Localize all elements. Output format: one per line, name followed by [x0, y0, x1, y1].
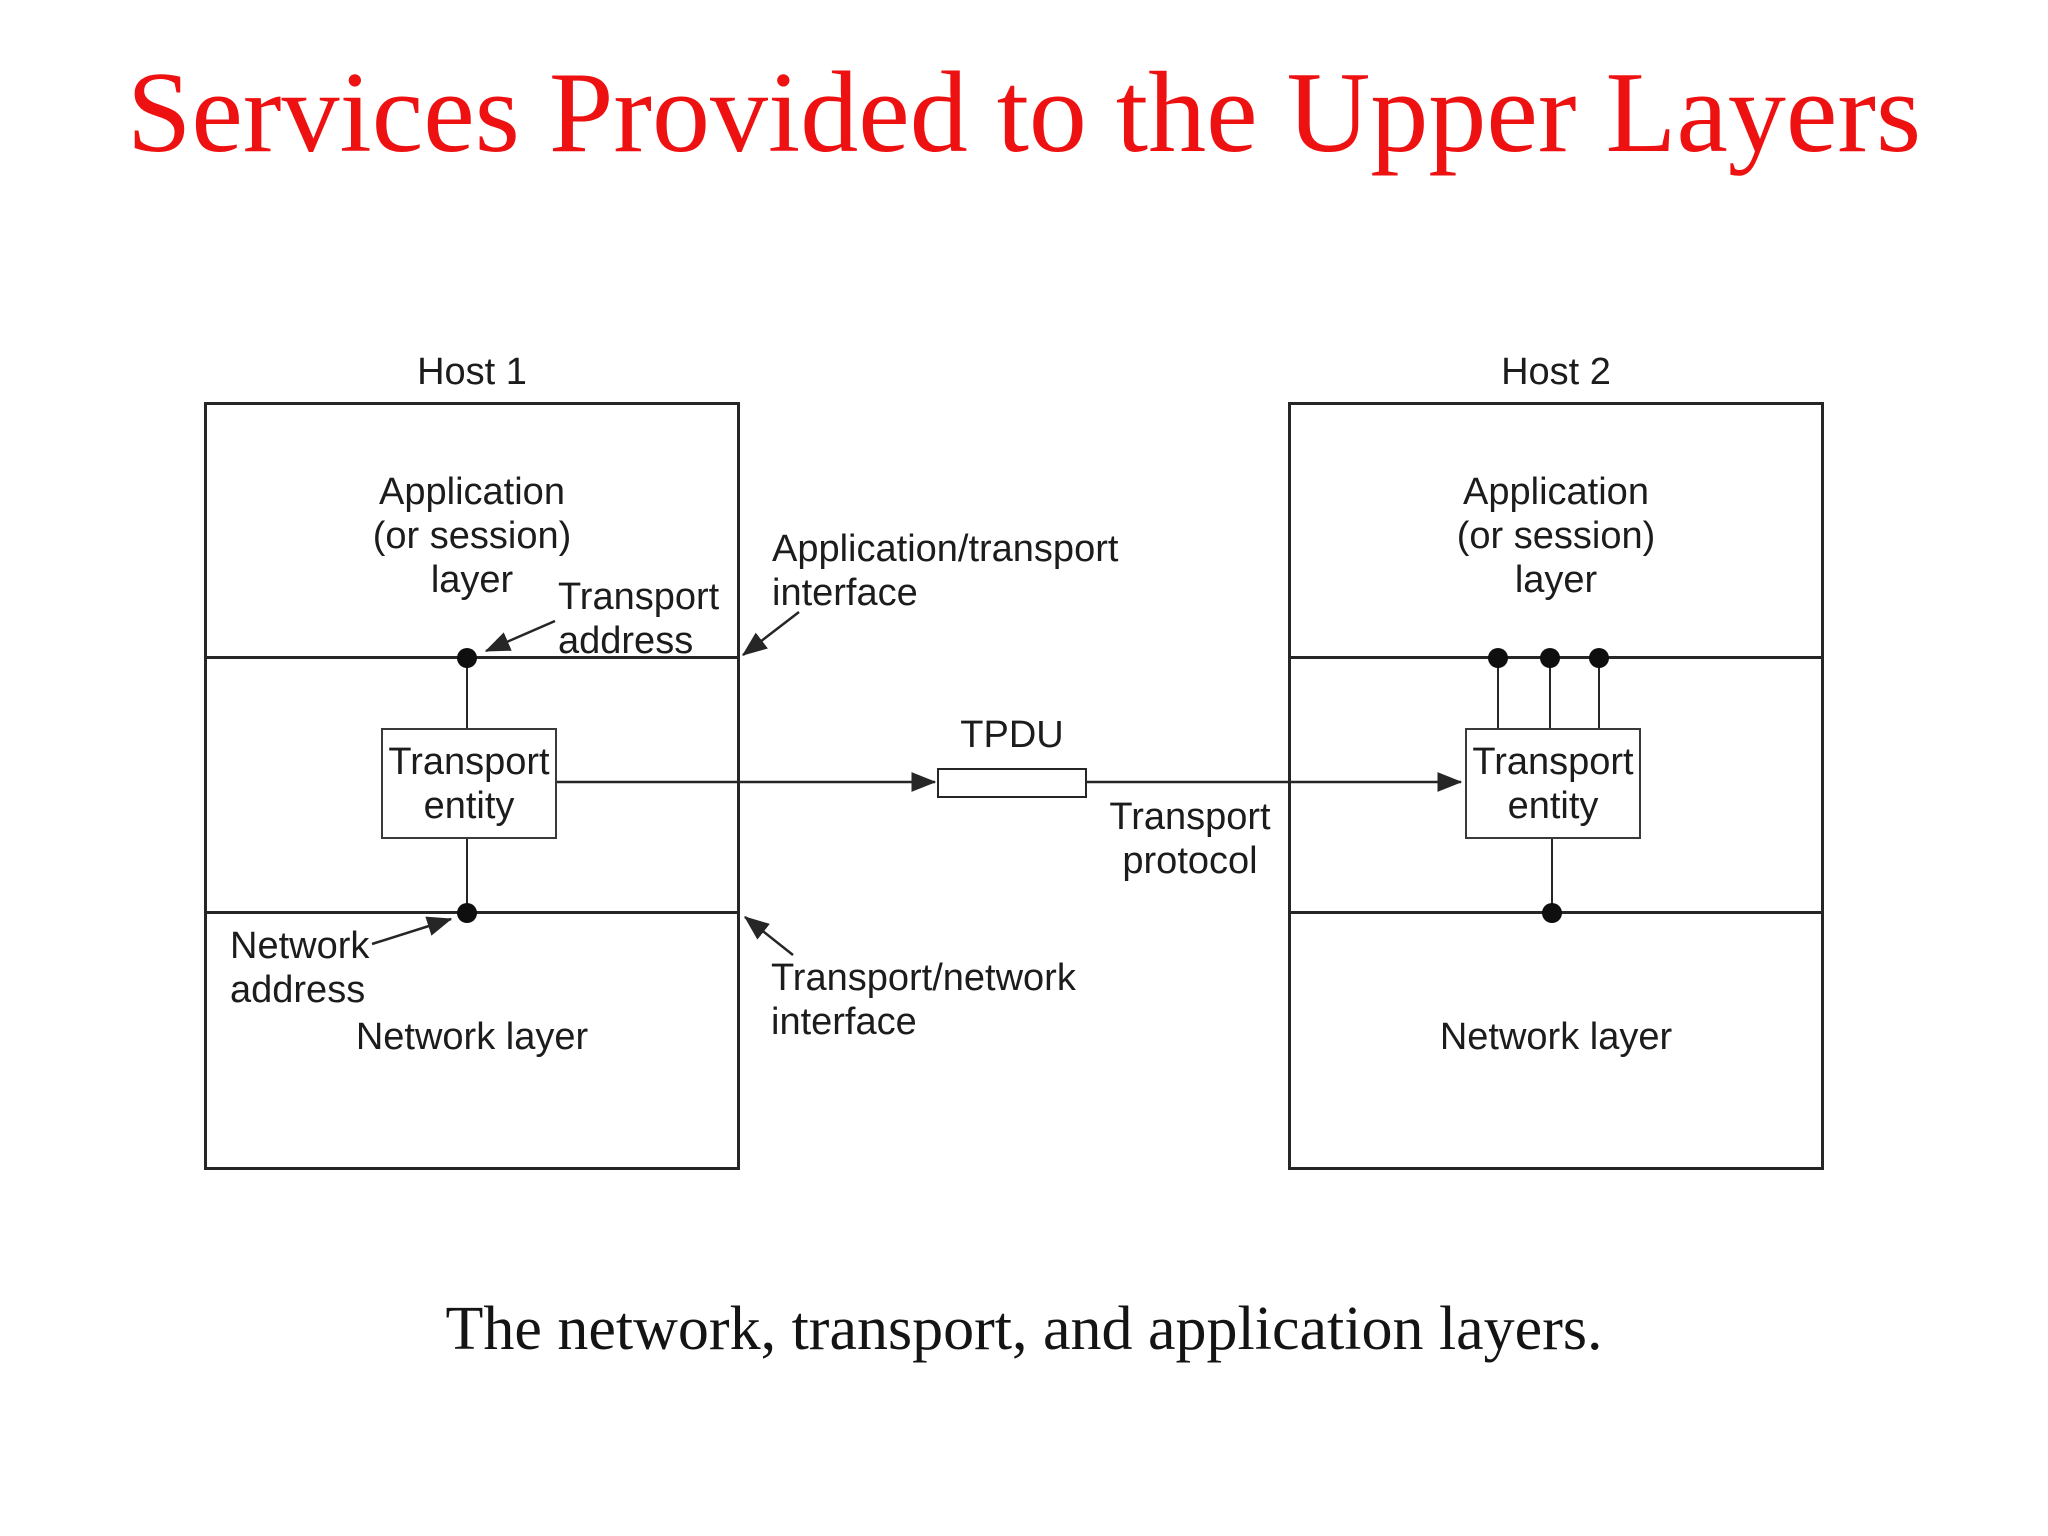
host1-box	[204, 402, 740, 1170]
transport-protocol-line1: Transport	[1109, 796, 1271, 838]
host2-network-layer-label: Network layer	[1439, 1016, 1673, 1058]
host2-application-layer-line2: (or session)	[1456, 515, 1656, 557]
host2-transport-address-connector-3	[1598, 658, 1600, 728]
transport-network-interface-line2: interface	[771, 1001, 917, 1043]
transport-address-line2: address	[558, 620, 694, 662]
host2-title: Host 2	[1501, 351, 1611, 393]
transport-network-interface-line1: Transport/network	[771, 957, 1076, 999]
host1-network-layer-label: Network layer	[355, 1016, 589, 1058]
network-address-line1: Network	[230, 925, 370, 967]
tpdu-label: TPDU	[960, 714, 1064, 756]
host2-transport-address-connector-1	[1497, 658, 1499, 728]
host1-network-address-dot	[457, 903, 477, 923]
host1-network-address-connector	[466, 838, 468, 913]
application-transport-interface-label: Application/transport interface	[772, 527, 1118, 615]
host1-transport-entity-box: Transport entity	[381, 728, 557, 839]
host2-application-layer-line3: layer	[1514, 559, 1598, 601]
transport-address-line1: Transport	[558, 576, 720, 618]
host1-transport-address-connector	[466, 658, 468, 728]
host2-network-address-dot	[1542, 903, 1562, 923]
transport-address-pointer-arrow	[484, 619, 556, 653]
transport-address-label: Transport address	[558, 575, 719, 663]
host2-transport-address-dot-1	[1488, 648, 1508, 668]
host1-application-layer-line2: (or session)	[372, 515, 572, 557]
host1-transport-address-dot	[457, 648, 477, 668]
figure-caption: The network, transport, and application …	[445, 1295, 1603, 1363]
host2-transport-address-dot-2	[1540, 648, 1560, 668]
host2-application-layer-label: Application (or session) layer	[1288, 470, 1824, 602]
slide-title: Services Provided to the Upper Layers	[126, 49, 1922, 177]
application-transport-interface-line2: interface	[772, 572, 918, 614]
host1-transport-entity-line2: entity	[423, 784, 515, 827]
network-address-line2: address	[230, 969, 366, 1011]
network-address-label: Network address	[230, 924, 369, 1012]
host1-transport-entity-line1: Transport	[388, 740, 550, 783]
tpdu-box	[937, 768, 1087, 798]
network-address-pointer-arrow	[371, 916, 453, 946]
transport-network-interface-pointer-arrow	[744, 916, 794, 956]
host2-transport-entity-box: Transport entity	[1465, 728, 1641, 839]
host2-application-layer-line1: Application	[1463, 471, 1649, 513]
host1-application-layer-label: Application (or session) layer	[204, 470, 740, 602]
application-transport-interface-pointer-arrow	[742, 611, 800, 656]
host1-application-layer-line1: Application	[379, 471, 565, 513]
host2-transport-entity-line2: entity	[1507, 784, 1599, 827]
transport-protocol-label: Transport protocol	[1090, 795, 1290, 883]
application-transport-interface-line1: Application/transport	[772, 528, 1119, 570]
host2-network-address-connector	[1551, 839, 1553, 913]
transport-network-interface-label: Transport/network interface	[771, 956, 1076, 1044]
host1-title: Host 1	[417, 351, 527, 393]
host2-box	[1288, 402, 1824, 1170]
host2-transport-address-dot-3	[1589, 648, 1609, 668]
host2-transport-address-connector-2	[1549, 658, 1551, 728]
host2-transport-entity-line1: Transport	[1472, 740, 1634, 783]
transport-protocol-line2: protocol	[1122, 840, 1258, 882]
host1-application-layer-line3: layer	[430, 559, 514, 601]
